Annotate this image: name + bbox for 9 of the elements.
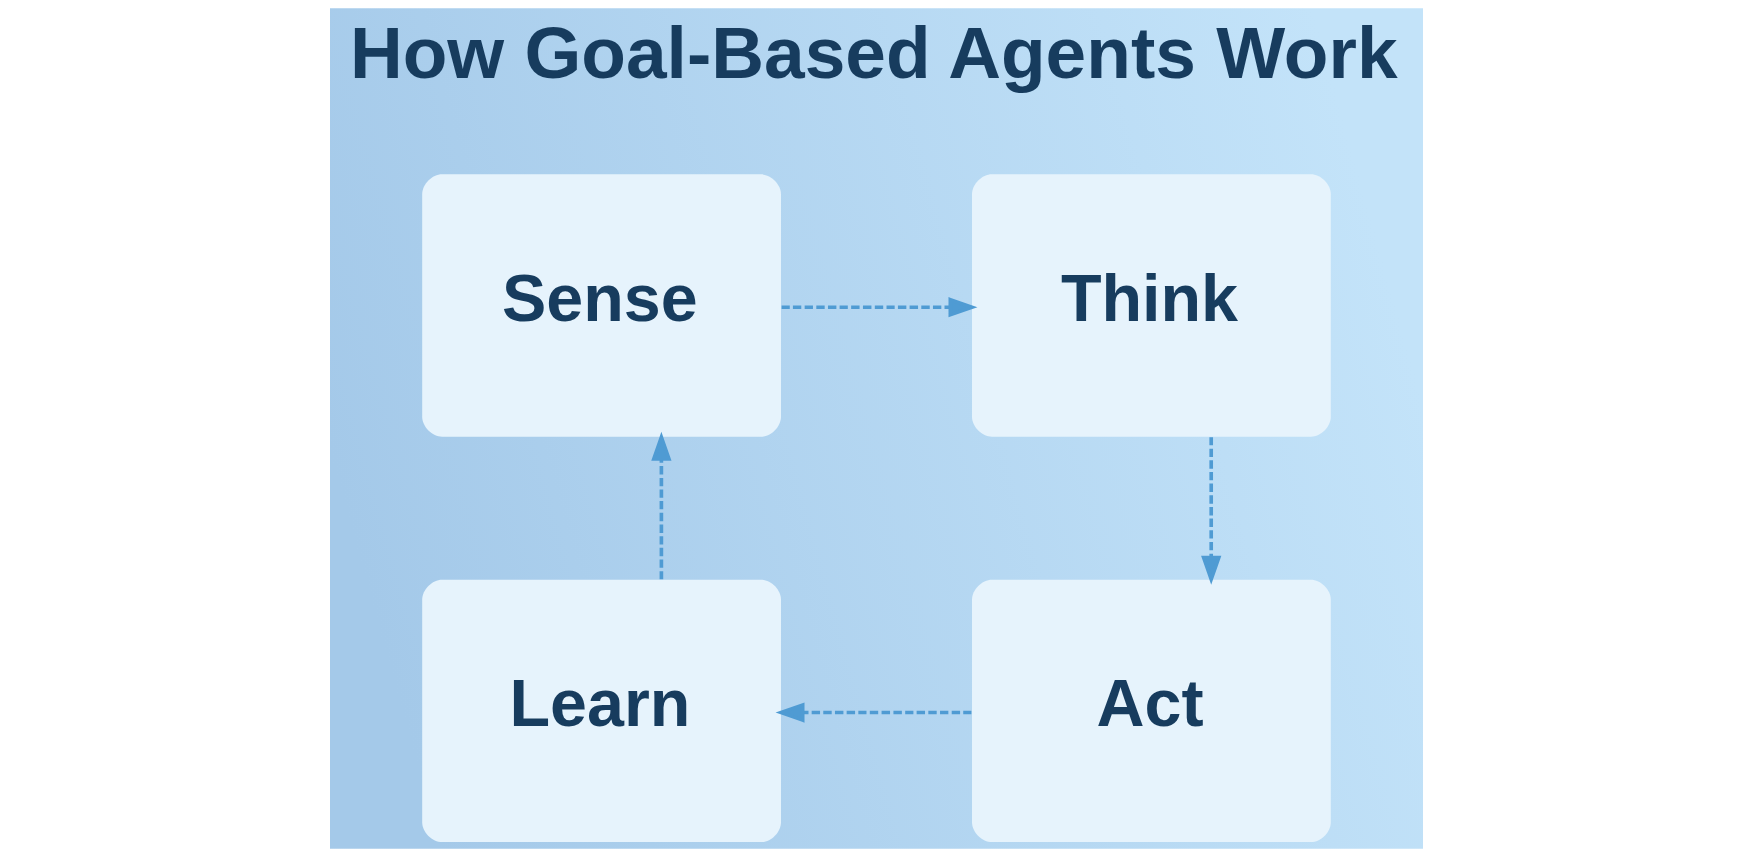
arrow [650, 431, 672, 580]
node-box: Act [971, 579, 1331, 843]
arrow [781, 297, 977, 318]
node-box: Learn [421, 579, 781, 843]
diagram-title: How Goal-Based Agents Work [349, 12, 1398, 94]
node-box: Sense [421, 174, 781, 437]
node-box: Think [971, 174, 1331, 437]
arrow [775, 702, 971, 723]
arrow [1200, 437, 1221, 585]
